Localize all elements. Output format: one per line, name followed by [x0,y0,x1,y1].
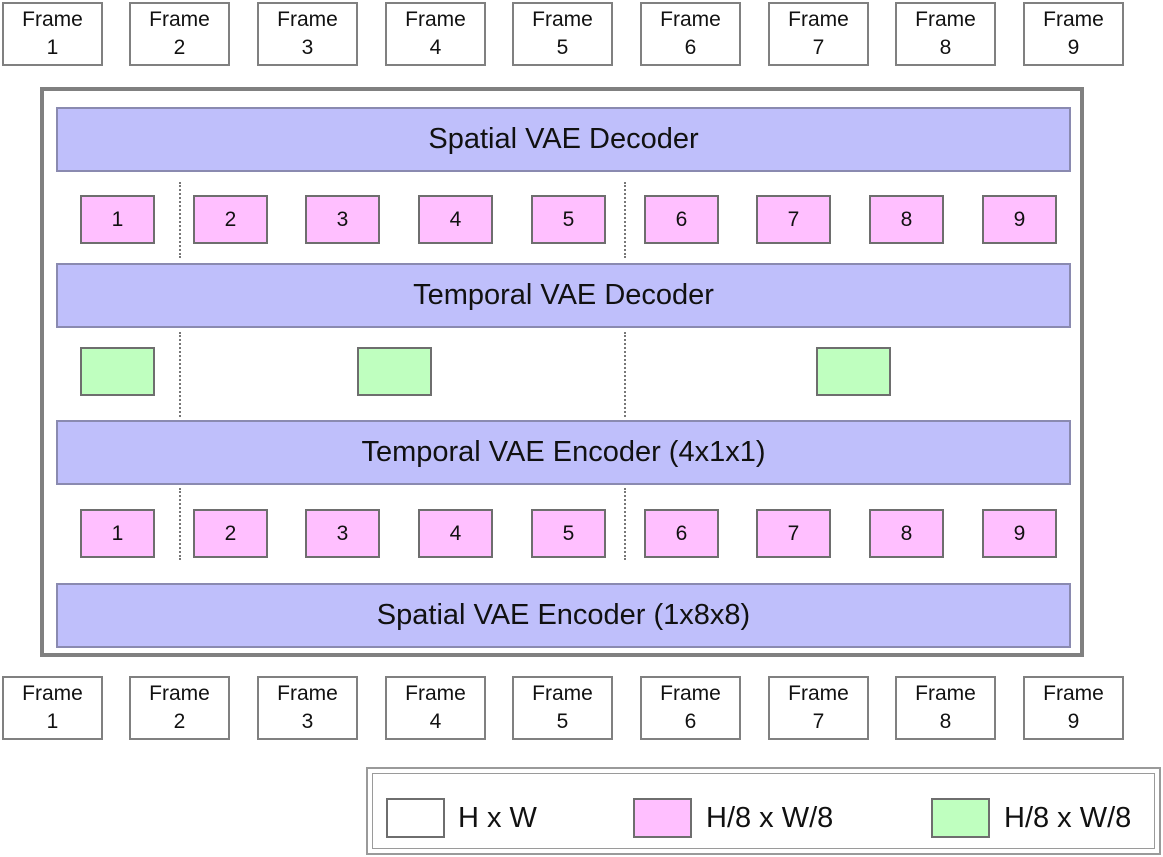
legend-label-spatial-latent: H/8 x W/8 [706,802,834,834]
input-frame: Frame 4 [385,676,486,740]
input-frame: Frame 9 [1023,676,1124,740]
spatial-latent-token: 6 [644,509,719,558]
frame-index: 9 [1067,36,1080,59]
frame-label: Frame [149,8,210,31]
spatial-latent-token: 8 [869,195,944,244]
spatial-latent-token: 2 [193,509,268,558]
frame-label: Frame [1043,682,1104,705]
spatial-latent-token: 9 [982,195,1057,244]
legend-inner-border: H x W H/8 x W/8 H/8 x W/8 [372,773,1155,849]
input-frame: Frame 1 [2,676,103,740]
frame-index: 7 [812,36,825,59]
spatial-latent-token: 2 [193,195,268,244]
spatial-latent-token: 8 [869,509,944,558]
output-frames-row: Frame 1 Frame 2 Frame 3 Frame 4 Frame 5 Frame… [0,2,1163,68]
frame-index: 5 [556,710,569,733]
spatial-latent-token: 4 [418,509,493,558]
input-frame: Frame 6 [640,676,741,740]
legend: H x W H/8 x W/8 H/8 x W/8 [366,767,1161,855]
group-divider [179,332,181,417]
frame-index: 7 [812,710,825,733]
frame-label: Frame [532,8,593,31]
frame-label: Frame [277,8,338,31]
spatial-latent-token: 4 [418,195,493,244]
group-divider [624,182,626,258]
frame-index: 8 [939,36,952,59]
output-frame: Frame 1 [2,2,103,66]
spatial-latent-token: 1 [80,509,155,558]
legend-label-temporal-latent: H/8 x W/8 [1004,802,1132,834]
frame-index: 3 [301,710,314,733]
frame-index: 3 [301,36,314,59]
temporal-vae-encoder-block: Temporal VAE Encoder (4x1x1) [56,420,1071,485]
frame-label: Frame [405,682,466,705]
frame-index: 1 [46,710,59,733]
input-frame: Frame 2 [129,676,230,740]
input-frames-row: Frame 1 Frame 2 Frame 3 Frame 4 Frame 5 Frame… [0,676,1163,742]
output-frame: Frame 2 [129,2,230,66]
temporal-latent-row [0,347,1163,397]
frame-label: Frame [1043,8,1104,31]
frame-index: 5 [556,36,569,59]
legend-swatch-spatial-latent [633,798,692,838]
frame-label: Frame [149,682,210,705]
encoded-latent-row: 1 2 3 4 5 6 7 8 9 [0,509,1163,559]
output-frame: Frame 8 [895,2,996,66]
group-divider [624,488,626,560]
input-frame: Frame 3 [257,676,358,740]
frame-index: 9 [1067,710,1080,733]
temporal-latent-token [816,347,891,396]
spatial-latent-token: 1 [80,195,155,244]
output-frame: Frame 7 [768,2,869,66]
spatial-vae-encoder-block: Spatial VAE Encoder (1x8x8) [56,583,1071,648]
legend-swatch-temporal-latent [931,798,990,838]
legend-swatch-frame [386,798,445,838]
output-frame: Frame 4 [385,2,486,66]
spatial-vae-decoder-block: Spatial VAE Decoder [56,107,1071,172]
frame-label: Frame [660,682,721,705]
temporal-latent-token [80,347,155,396]
vae-pipeline-container [40,87,1084,657]
input-frame: Frame 5 [512,676,613,740]
legend-label-frame: H x W [458,802,537,834]
frame-label: Frame [915,682,976,705]
spatial-latent-token: 5 [531,195,606,244]
spatial-latent-token: 7 [756,195,831,244]
spatial-latent-token: 5 [531,509,606,558]
frame-label: Frame [277,682,338,705]
spatial-latent-token: 9 [982,509,1057,558]
frame-label: Frame [915,8,976,31]
temporal-latent-token [357,347,432,396]
group-divider [179,182,181,258]
frame-index: 4 [429,36,442,59]
output-frame: Frame 9 [1023,2,1124,66]
frame-label: Frame [788,8,849,31]
frame-label: Frame [532,682,593,705]
group-divider [179,488,181,560]
output-frame: Frame 6 [640,2,741,66]
frame-label: Frame [22,8,83,31]
frame-index: 2 [173,710,186,733]
frame-label: Frame [788,682,849,705]
spatial-latent-token: 3 [305,509,380,558]
output-frame: Frame 5 [512,2,613,66]
frame-index: 4 [429,710,442,733]
frame-label: Frame [22,682,83,705]
frame-index: 6 [684,710,697,733]
spatial-latent-token: 7 [756,509,831,558]
frame-label: Frame [405,8,466,31]
frame-index: 2 [173,36,186,59]
frame-label: Frame [660,8,721,31]
spatial-latent-token: 3 [305,195,380,244]
spatial-latent-token: 6 [644,195,719,244]
output-frame: Frame 3 [257,2,358,66]
frame-index: 1 [46,36,59,59]
decoded-latent-row: 1 2 3 4 5 6 7 8 9 [0,195,1163,245]
group-divider [624,332,626,417]
temporal-vae-decoder-block: Temporal VAE Decoder [56,263,1071,328]
frame-index: 8 [939,710,952,733]
input-frame: Frame 8 [895,676,996,740]
input-frame: Frame 7 [768,676,869,740]
frame-index: 6 [684,36,697,59]
